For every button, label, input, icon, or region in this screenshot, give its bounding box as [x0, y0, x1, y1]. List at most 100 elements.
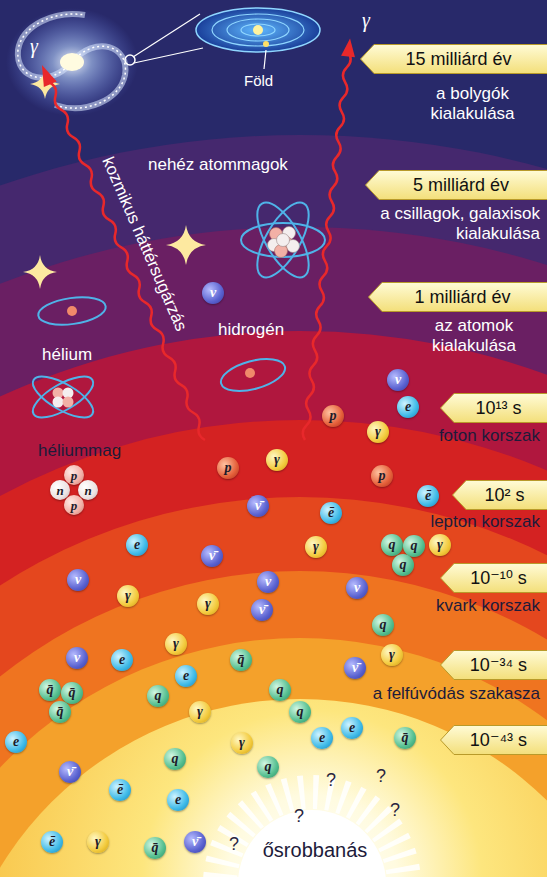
- sun: [253, 25, 263, 35]
- particle-symbol: q: [380, 618, 387, 632]
- particle-ball: e: [111, 649, 133, 671]
- particle-ball: ν̄: [184, 831, 206, 853]
- galaxy-arm: [18, 14, 85, 78]
- particle-ball: q̄: [144, 837, 166, 859]
- particle-symbol: q: [172, 752, 179, 766]
- particle-symbol: n: [56, 484, 63, 497]
- particle-ball: e: [311, 727, 333, 749]
- particle-symbol: q̄: [402, 731, 409, 745]
- particle-ball: ē: [41, 831, 63, 853]
- object-label: nehéz atommagok: [148, 155, 288, 175]
- time-value: 10⁻⁴³ s: [470, 729, 527, 751]
- particle-symbol: e: [175, 793, 181, 807]
- tag-outline: [361, 45, 547, 74]
- time-tag: 10² s: [452, 480, 547, 510]
- particle-symbol: γ: [205, 597, 211, 611]
- particle-ball: ν̄: [247, 495, 269, 517]
- question-mark: ?: [294, 806, 304, 828]
- electron-orbit: [247, 195, 318, 285]
- tag-outline: [453, 481, 547, 510]
- particle-symbol: q̄: [152, 841, 159, 855]
- particle-ball: e: [5, 731, 27, 753]
- electron-orbit: [27, 369, 99, 426]
- nucleon: [53, 397, 64, 408]
- particle-ball: e: [167, 789, 189, 811]
- particle-symbol: q: [400, 558, 407, 572]
- particle-ball: γ: [231, 732, 253, 754]
- arrow-head: [341, 38, 357, 57]
- particle-symbol: q̄: [47, 683, 54, 697]
- particle-symbol: ν: [210, 286, 216, 300]
- epoch-band: [0, 699, 547, 877]
- particle-symbol: ν̄: [352, 661, 358, 675]
- particle-ball: q: [257, 756, 279, 778]
- particle-ball: γ: [117, 585, 139, 607]
- electron-orbit: [27, 369, 99, 426]
- nucleon: [277, 234, 290, 247]
- solar-system: [196, 8, 320, 52]
- particle-symbol: ē: [49, 835, 55, 849]
- particle-symbol: e: [119, 653, 125, 667]
- particle-ball: q̄: [394, 727, 416, 749]
- particle-ball: ē: [417, 485, 439, 507]
- particle-symbol: q̄: [57, 705, 64, 719]
- gamma-symbol: γ: [30, 34, 38, 58]
- particle-ball: p: [371, 465, 393, 487]
- electron-orbit: [241, 223, 325, 257]
- orbit: [241, 24, 275, 36]
- radiation-arrow: [35, 62, 211, 443]
- particle-ball: γ: [381, 644, 403, 666]
- epoch-label: lepton korszak: [380, 512, 540, 532]
- particle-symbol: e: [349, 721, 355, 735]
- particle-symbol: e: [183, 669, 189, 683]
- particle-symbol: ν: [354, 581, 360, 595]
- tag-outline: [441, 394, 547, 423]
- particle-symbol: γ: [437, 538, 443, 552]
- radiation-arrow: [298, 38, 357, 441]
- wave-line: [302, 52, 351, 440]
- particle-ball: q: [147, 685, 169, 707]
- burst-rays: [220, 792, 404, 877]
- particle-symbol: γ: [375, 425, 381, 439]
- particle-ball: ν: [66, 647, 88, 669]
- particle-symbol: γ: [95, 835, 101, 849]
- particle-ball: γ: [87, 831, 109, 853]
- question-mark: ?: [390, 800, 400, 822]
- particle-ball: ē: [320, 502, 342, 524]
- tag-outline: [441, 564, 547, 593]
- question-mark: ?: [326, 770, 336, 792]
- particle-symbol: q: [297, 705, 304, 719]
- particle-ball: q: [381, 534, 403, 556]
- galaxy-arm: [18, 14, 85, 78]
- particle-ball: γ: [165, 633, 187, 655]
- tag-outline: [441, 726, 547, 755]
- particle-symbol: e: [13, 735, 19, 749]
- particle-symbol: γ: [274, 453, 280, 467]
- time-tag: 5 milliárd év: [365, 170, 547, 200]
- epoch-label: foton korszak: [380, 426, 540, 446]
- particle-symbol: ē: [328, 506, 334, 520]
- particle-ball: ν̄: [201, 545, 223, 567]
- gamma-symbol: γ: [362, 8, 370, 32]
- time-tag: 1 milliárd év: [368, 282, 547, 312]
- particle-symbol: ν: [74, 651, 80, 665]
- particle-symbol: q: [411, 539, 418, 553]
- particle-ball: q̄: [49, 701, 71, 723]
- particle-ball: ν: [257, 571, 279, 593]
- particle-symbol: p: [71, 469, 78, 482]
- tag-outline: [369, 283, 547, 312]
- epoch-band: [0, 497, 547, 877]
- particle-symbol: p: [225, 461, 232, 475]
- orbit: [227, 19, 289, 41]
- particle-symbol: γ: [313, 540, 319, 554]
- time-tag: 10⁻¹⁰ s: [440, 563, 547, 593]
- particle-symbol: q̄: [69, 686, 76, 700]
- epoch-band: [0, 227, 547, 877]
- particle-ball: γ: [429, 534, 451, 556]
- particle-ball: q: [289, 701, 311, 723]
- particle-symbol: ν: [395, 373, 401, 387]
- tag-outline: [441, 651, 547, 680]
- particle-symbol: ν̄: [67, 765, 73, 779]
- tag-outline: [366, 171, 547, 200]
